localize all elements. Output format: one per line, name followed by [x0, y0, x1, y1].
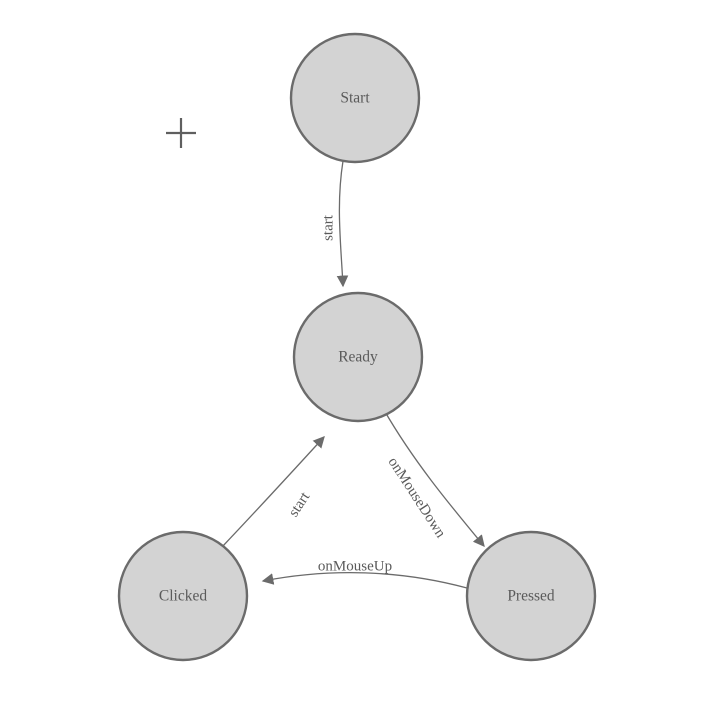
node-start[interactable]: Start [289, 32, 421, 164]
edge-pressed-to-clicked[interactable] [261, 572, 468, 589]
node-pressed[interactable]: Pressed [465, 530, 597, 662]
node-clicked-circle[interactable] [117, 530, 249, 662]
node-ready-label: Ready [338, 349, 378, 366]
edge-start-to-ready[interactable] [336, 160, 349, 288]
edge-ready-to-pressed[interactable] [383, 409, 485, 548]
node-pressed-circle[interactable] [465, 530, 597, 662]
node-layer: Start Ready Clicked Pressed [117, 32, 597, 662]
node-pressed-label: Pressed [507, 588, 555, 605]
crosshair-marker [166, 118, 196, 148]
edge-label-start-to-ready: start [320, 214, 336, 241]
node-ready[interactable]: Ready [292, 291, 424, 423]
edge-layer [221, 160, 485, 589]
edge-label-pressed-to-clicked: onMouseUp [318, 558, 392, 574]
node-clicked-label: Clicked [159, 588, 207, 605]
node-start-circle[interactable] [289, 32, 421, 164]
edge-label-clicked-to-ready: start [286, 489, 314, 520]
node-ready-circle[interactable] [292, 291, 424, 423]
edge-label-ready-to-pressed: onMouseDown [385, 455, 449, 542]
edge-clicked-to-ready[interactable] [221, 436, 325, 548]
node-clicked[interactable]: Clicked [117, 530, 249, 662]
node-start-label: Start [340, 90, 370, 107]
